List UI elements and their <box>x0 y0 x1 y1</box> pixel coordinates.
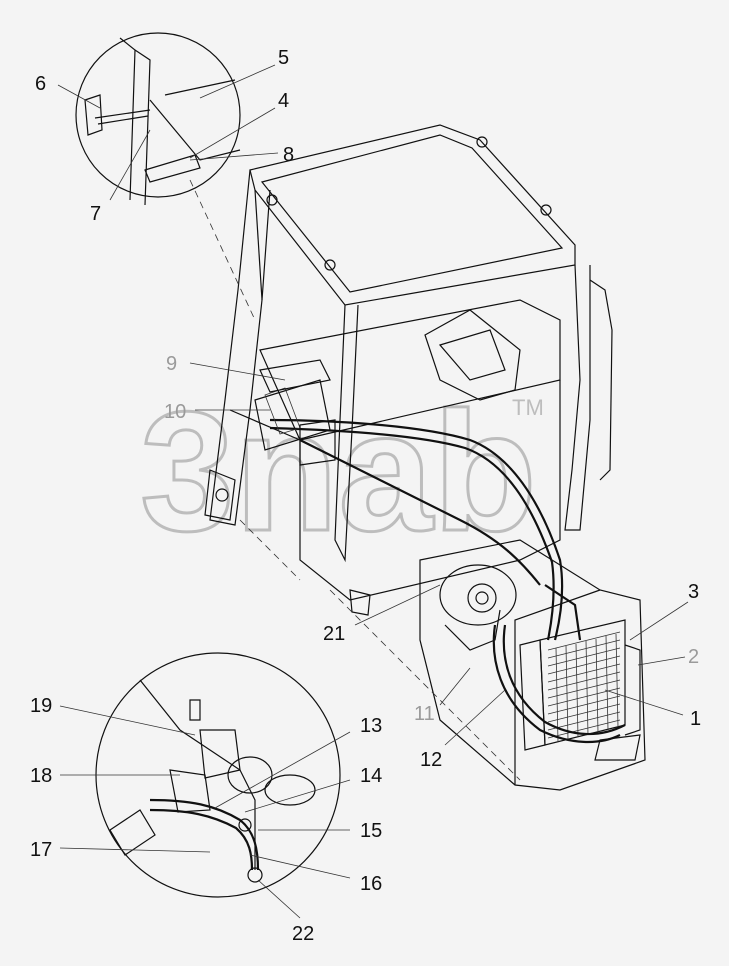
callout-14: 14 <box>360 765 382 787</box>
callout-16: 16 <box>360 873 382 895</box>
callout-leaders <box>57 64 689 919</box>
callout-9: 9 <box>166 353 177 375</box>
callout-12: 12 <box>420 749 442 771</box>
callout-5: 5 <box>278 47 289 69</box>
callout-19: 19 <box>30 695 52 717</box>
callout-17: 17 <box>30 839 52 861</box>
radiator-core <box>547 631 621 743</box>
callout-22: 22 <box>292 923 314 945</box>
watermark: 3nab TM <box>139 376 544 569</box>
callout-13: 13 <box>360 715 382 737</box>
callout-6: 6 <box>35 73 46 95</box>
hose-routing <box>269 418 626 743</box>
callout-10: 10 <box>164 401 186 423</box>
heater-unit <box>254 359 336 466</box>
callout-18: 18 <box>30 765 52 787</box>
cab-frame <box>204 124 613 616</box>
callout-11: 11 <box>414 703 435 725</box>
watermark-tm: TM <box>512 395 544 420</box>
callout-2: 2 <box>688 646 699 668</box>
detail-leaders <box>189 179 521 781</box>
detail-view-top <box>75 32 241 206</box>
callout-labels: 5 4 8 6 7 9 10 21 11 12 3 2 1 19 18 17 1… <box>30 47 701 945</box>
callout-21: 21 <box>323 623 345 645</box>
callout-8: 8 <box>283 144 294 166</box>
callout-3: 3 <box>688 581 699 603</box>
callout-4: 4 <box>278 90 289 112</box>
radiator <box>519 619 641 761</box>
lifting-eyes <box>266 136 552 271</box>
callout-7: 7 <box>90 203 101 225</box>
callout-1: 1 <box>690 708 701 730</box>
callout-15: 15 <box>360 820 382 842</box>
